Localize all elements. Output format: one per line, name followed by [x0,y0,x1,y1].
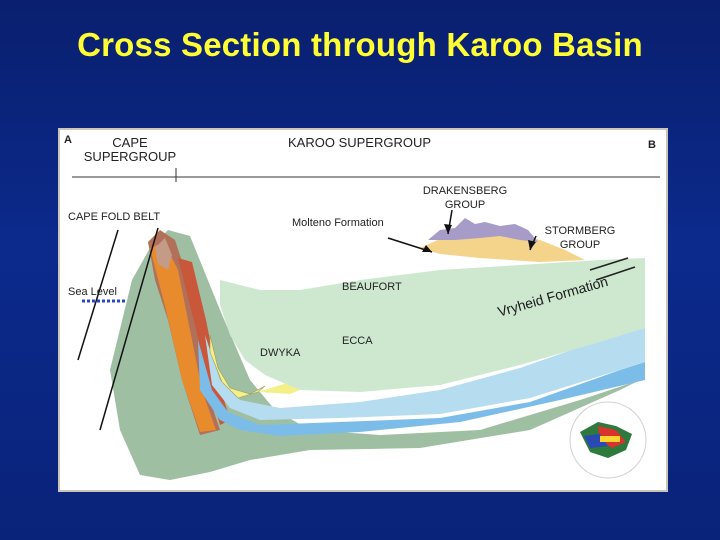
cross-section-diagram: A B CAPE SUPERGROUP KAROO SUPERGROUP CAP… [58,128,668,492]
stormberg-line1: STORMBERG [544,225,616,237]
cape-supergroup-label: CAPE SUPERGROUP [70,136,190,164]
fault-line-1 [77,229,119,361]
cape-upper-folds [155,238,172,270]
drakensberg-line1: DRAKENSBERG [422,185,508,197]
emblem-logo [569,401,647,479]
stormberg-group-label: STORMBERG GROUP [530,224,630,252]
stormberg-line2: GROUP [559,239,601,251]
cape-supergroup-line2: SUPERGROUP [83,149,177,164]
corner-label-b: B [648,139,656,151]
sea-level-label: Sea Level [68,286,117,298]
cape-fold-belt-label: CAPE FOLD BELT [68,211,161,223]
beaufort-label: BEAUFORT [342,281,402,293]
corner-label-a: A [64,134,72,146]
dwyka-label: DWYKA [260,347,301,359]
drakensberg-layer [428,218,538,242]
beaufort-layer [220,258,645,392]
molteno-formation-label: Molteno Formation [292,217,384,229]
karoo-supergroup-label: KAROO SUPERGROUP [288,135,432,150]
vryheid-layer [198,340,645,436]
dwyka-layer [209,334,266,399]
slide-title: Cross Section through Karoo Basin [77,26,643,63]
cape-orange-fold [150,242,216,432]
dyke-line-2 [595,266,636,281]
fault-line-2 [99,227,159,431]
ecca-label: ECCA [342,335,373,347]
dyke-line-1 [589,257,629,271]
stormberg-arrowhead [528,240,536,250]
basement-layer [110,230,640,480]
drakensberg-line2: GROUP [444,199,486,211]
cross-section-figure [72,168,660,480]
drakensberg-arrowhead [444,224,452,234]
molteno-arrowhead [422,245,432,252]
cape-supergroup-line1: CAPE [112,135,148,150]
ecca-layer [205,328,645,420]
drakensberg-group-label: DRAKENSBERG GROUP [400,184,530,212]
